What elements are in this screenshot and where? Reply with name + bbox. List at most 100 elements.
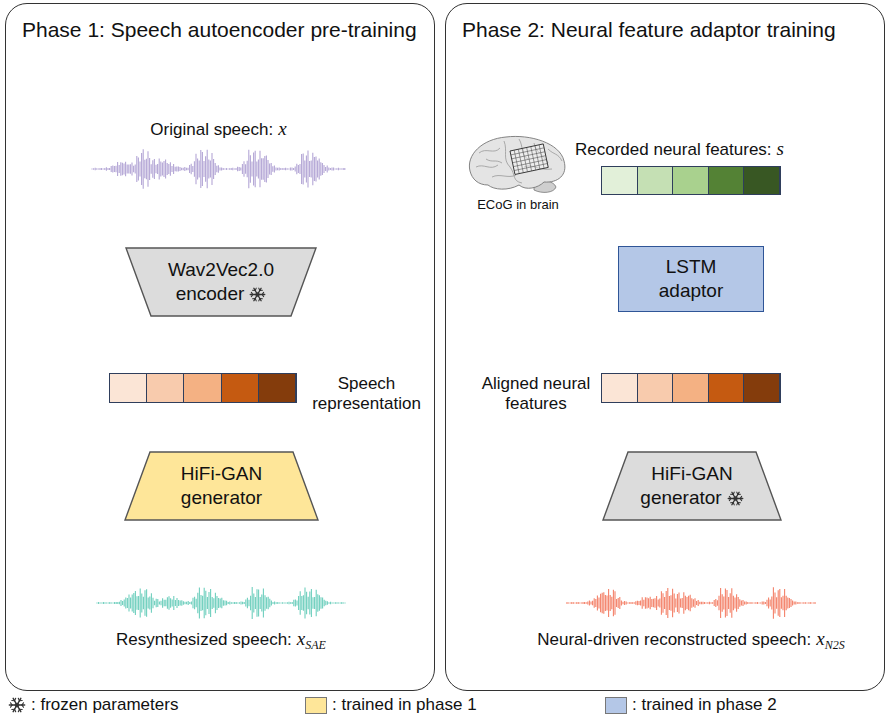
snowflake-stroke bbox=[260, 298, 263, 299]
brain-gyrus bbox=[492, 175, 516, 177]
brain-outline bbox=[469, 136, 565, 189]
snowflake-stroke bbox=[19, 709, 22, 710]
box-content: Wav2Vec2.0 encoder bbox=[125, 247, 317, 317]
snowflake-stroke bbox=[258, 294, 265, 295]
math-symbol: x bbox=[297, 628, 305, 649]
node-text: Resynthesized speech: bbox=[116, 630, 292, 649]
speech-waveform-node: Original speech:x bbox=[91, 147, 346, 191]
feature-cell bbox=[709, 374, 745, 402]
waveform-stroke bbox=[567, 587, 815, 619]
node-text: Speech representation bbox=[312, 374, 421, 413]
snowflake-icon bbox=[249, 286, 266, 303]
legend-swatch bbox=[605, 697, 627, 714]
trapezoid-shape bbox=[125, 452, 318, 520]
waveform-stroke bbox=[92, 149, 345, 189]
feature-cell bbox=[259, 374, 296, 402]
feature-vector: Speech representation bbox=[109, 373, 297, 403]
generator-trapezoid: HiFi-GAN generator bbox=[124, 451, 319, 521]
trapezoid-outline bbox=[125, 247, 317, 317]
node-text: Aligned neural features bbox=[482, 374, 591, 413]
feature-cell bbox=[744, 167, 780, 194]
waveform-stroke bbox=[97, 587, 345, 619]
ecog-grid-line bbox=[514, 163, 547, 170]
trapezoid-shape bbox=[126, 248, 316, 316]
snowflake-stroke bbox=[730, 494, 733, 495]
node-text: HiFi-GAN generator bbox=[640, 463, 732, 508]
node-label: ECoG in brain bbox=[304, 197, 732, 213]
feature-cell bbox=[222, 374, 259, 402]
node-label: Original speech: x bbox=[0, 118, 506, 141]
ecog-grid-line bbox=[512, 152, 545, 159]
math-symbol: SAE bbox=[305, 638, 326, 652]
snowflake-stroke bbox=[738, 502, 741, 503]
snowflake-stroke bbox=[18, 698, 19, 700]
feature-cell bbox=[638, 167, 674, 194]
speech-waveform-node: Neural-driven reconstructed speech:xN2S bbox=[566, 586, 816, 620]
speech-waveform bbox=[96, 586, 346, 620]
brain-node: ECoG in brain bbox=[464, 133, 572, 211]
box-text: HiFi-GAN generator bbox=[167, 462, 277, 510]
legend-entry: : trained in phase 1 bbox=[305, 693, 477, 717]
snowflake-stroke bbox=[256, 293, 259, 296]
snowflake-stroke bbox=[11, 705, 13, 707]
snowflake-stroke bbox=[735, 498, 742, 499]
legend-text: : frozen parameters bbox=[31, 695, 178, 715]
box-content: HiFi-GAN generator bbox=[602, 451, 782, 521]
trapezoid-outline bbox=[124, 451, 319, 521]
speech-waveform bbox=[91, 147, 346, 191]
node-text: Neural-driven reconstructed speech: bbox=[537, 630, 811, 649]
node-label: Resynthesized speech: xSAE bbox=[0, 628, 506, 652]
legend-entry: : frozen parameters bbox=[8, 693, 178, 717]
snowflake-stroke bbox=[263, 292, 264, 294]
box-text: Wav2Vec2.0 encoder bbox=[160, 258, 282, 306]
snowflake-stroke bbox=[259, 288, 260, 290]
node-text: Original speech: bbox=[150, 120, 273, 139]
feature-cell bbox=[673, 374, 709, 402]
brain-gyrus bbox=[486, 159, 502, 163]
process-box: LSTM adaptor bbox=[618, 246, 764, 312]
math-symbol: s bbox=[777, 138, 784, 159]
legend-entry: : trained in phase 2 bbox=[605, 693, 777, 717]
panel-heading: Phase 1: Speech autoencoder pre-training bbox=[22, 16, 422, 43]
node-text: ECoG in brain bbox=[477, 197, 559, 212]
ecog-grid-line bbox=[513, 160, 546, 167]
snowflake-stroke bbox=[733, 503, 734, 505]
feature-cell bbox=[110, 374, 147, 402]
legend-text: : trained in phase 1 bbox=[332, 695, 477, 715]
snowflake-stroke bbox=[740, 496, 741, 498]
math-symbol: N2S bbox=[825, 638, 845, 652]
snowflake-icon bbox=[727, 490, 744, 507]
snowflake-stroke bbox=[12, 700, 15, 701]
feature-vector: Recorded neural features:s bbox=[601, 166, 781, 195]
speech-waveform-node: Resynthesized speech:xSAE bbox=[96, 586, 346, 620]
snowflake-stroke bbox=[15, 709, 16, 711]
snowflake-stroke bbox=[253, 290, 256, 291]
math-symbol: x bbox=[278, 118, 286, 139]
box-content: LSTM adaptor bbox=[619, 247, 763, 311]
phase-panel: Phase 1: Speech autoencoder pre-training… bbox=[5, 3, 435, 691]
panel-heading: Phase 2: Neural feature adaptor training bbox=[462, 16, 872, 43]
node-label: Speech representation bbox=[304, 374, 429, 415]
snowflake-stroke bbox=[9, 704, 17, 705]
encoder-trapezoid: Wav2Vec2.0 encoder bbox=[125, 247, 317, 317]
feature-cell bbox=[602, 167, 638, 194]
feature-cell bbox=[673, 167, 709, 194]
node-text: HiFi-GAN generator bbox=[181, 463, 262, 508]
node-text: Phase 1: Speech autoencoder pre-training bbox=[22, 18, 417, 41]
phase-panel: Phase 2: Neural feature adaptor training… bbox=[445, 3, 885, 691]
snowflake-stroke bbox=[251, 294, 258, 295]
math-symbol: x bbox=[816, 628, 824, 649]
box-text: HiFi-GAN generator bbox=[637, 462, 747, 510]
box-content: HiFi-GAN generator bbox=[124, 451, 319, 521]
feature-cell bbox=[602, 374, 638, 402]
node-text: Recorded neural features: bbox=[575, 140, 772, 159]
node-text: Wav2Vec2.0 encoder bbox=[168, 259, 274, 304]
legend-text: : trained in phase 2 bbox=[632, 695, 777, 715]
snowflake-stroke bbox=[22, 703, 24, 705]
node-text: LSTM adaptor bbox=[659, 256, 723, 301]
brain-gyrus bbox=[548, 149, 562, 161]
ecog-grid-line bbox=[512, 156, 545, 163]
feature-cell bbox=[744, 374, 780, 402]
snowflake-stroke bbox=[728, 498, 735, 499]
snowflake-stroke bbox=[733, 497, 736, 500]
